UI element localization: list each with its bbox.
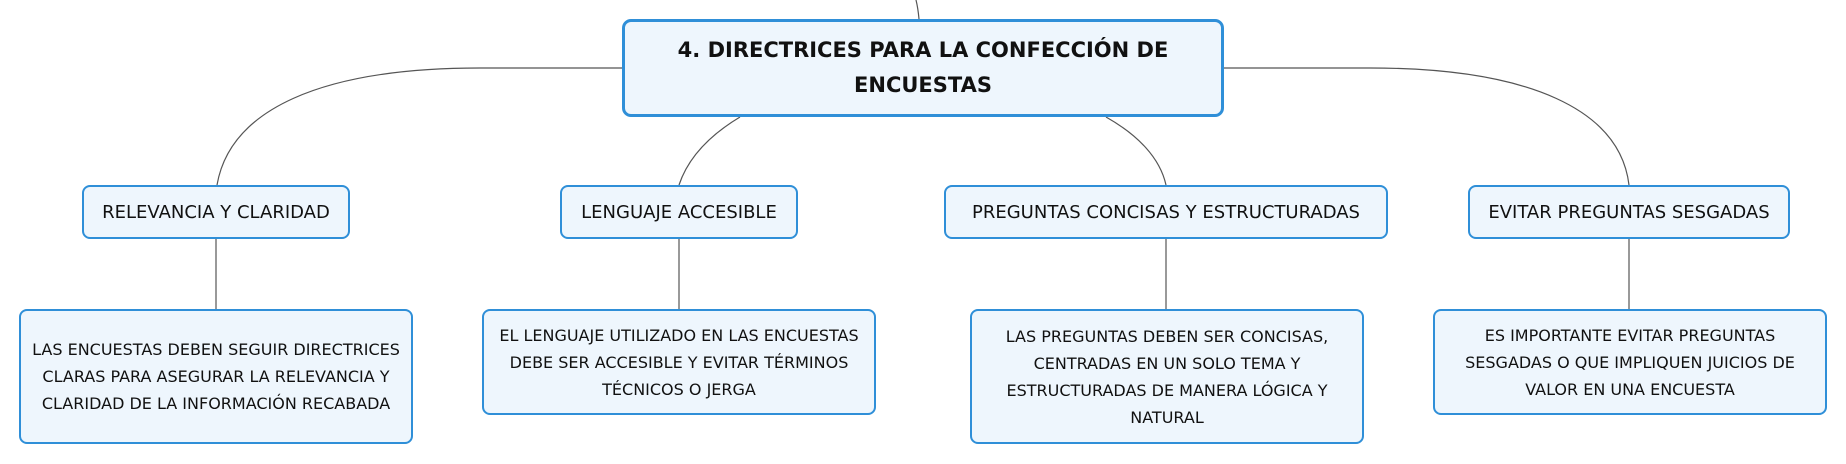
detail-lenguaje-accesible[interactable]: EL LENGUAJE UTILIZADO EN LAS ENCUESTAS D… [482, 309, 876, 415]
subtopic-preguntas-concisas[interactable]: PREGUNTAS CONCISAS Y ESTRUCTURADAS [944, 185, 1388, 239]
detail-relevancia-y-claridad[interactable]: LAS ENCUESTAS DEBEN SEGUIR DIRECTRICES C… [19, 309, 413, 444]
subtopic-label: RELEVANCIA Y CLARIDAD [102, 201, 330, 223]
subtopic-label: LENGUAJE ACCESIBLE [581, 201, 777, 223]
detail-preguntas-concisas[interactable]: LAS PREGUNTAS DEBEN SER CONCISAS, CENTRA… [970, 309, 1364, 444]
detail-text: ES IMPORTANTE EVITAR PREGUNTAS SESGADAS … [1465, 325, 1795, 399]
connector-root-to-topic-2 [678, 116, 741, 186]
connector-root-to-topic-4 [1224, 67, 1630, 186]
central-topic-title: 4. DIRECTRICES PARA LA CONFECCIÓN DE ENC… [677, 38, 1169, 97]
connector-root-to-topic-1 [216, 67, 622, 186]
detail-evitar-preguntas-sesgadas[interactable]: ES IMPORTANTE EVITAR PREGUNTAS SESGADAS … [1433, 309, 1827, 415]
central-topic[interactable]: 4. DIRECTRICES PARA LA CONFECCIÓN DE ENC… [622, 19, 1224, 117]
subtopic-relevancia-y-claridad[interactable]: RELEVANCIA Y CLARIDAD [82, 185, 350, 239]
subtopic-label: EVITAR PREGUNTAS SESGADAS [1488, 201, 1770, 223]
subtopic-lenguaje-accesible[interactable]: LENGUAJE ACCESIBLE [560, 185, 798, 239]
subtopic-label: PREGUNTAS CONCISAS Y ESTRUCTURADAS [972, 201, 1360, 223]
detail-text: LAS PREGUNTAS DEBEN SER CONCISAS, CENTRA… [1005, 326, 1329, 427]
subtopic-evitar-preguntas-sesgadas[interactable]: EVITAR PREGUNTAS SESGADAS [1468, 185, 1790, 239]
detail-text: LAS ENCUESTAS DEBEN SEGUIR DIRECTRICES C… [32, 340, 400, 413]
detail-text: EL LENGUAJE UTILIZADO EN LAS ENCUESTAS D… [499, 325, 859, 399]
connector-root-to-topic-3 [1105, 116, 1167, 186]
connector-parent-to-root [915, 0, 920, 20]
